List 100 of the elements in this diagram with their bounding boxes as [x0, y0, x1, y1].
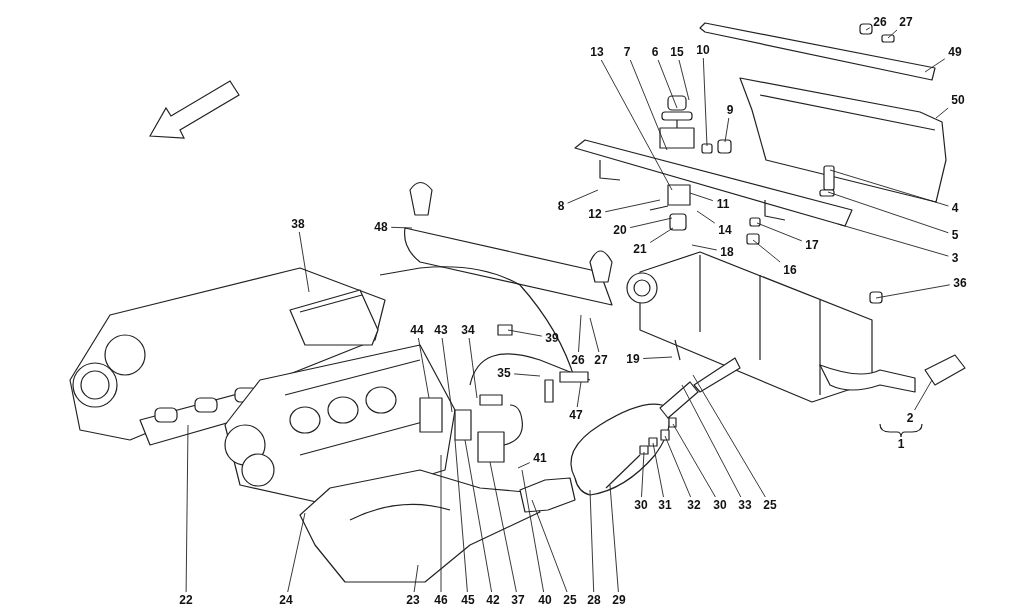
leader-line: [887, 29, 898, 39]
callout-number: 2: [906, 411, 914, 425]
callout-number: 19: [626, 352, 640, 366]
leader-line: [875, 284, 951, 299]
leader-line: [756, 222, 803, 242]
callout-number: 27: [899, 15, 913, 29]
callout-number: 40: [538, 593, 552, 607]
leader-line: [865, 27, 871, 31]
callout-number: 15: [670, 45, 684, 59]
callout-number: 21: [633, 242, 647, 256]
leader-line: [649, 227, 674, 243]
leader-line: [578, 314, 582, 353]
leader-line: [507, 329, 543, 337]
callout-number: 3: [951, 251, 959, 265]
callout-number: 7: [623, 45, 631, 59]
leader-line: [829, 169, 949, 207]
callout-number: 34: [461, 323, 475, 337]
callout-number: 42: [486, 593, 500, 607]
leader-line: [413, 564, 419, 593]
callout-number: 35: [497, 366, 511, 380]
callout-number: 5: [951, 228, 959, 242]
callout-number: 36: [953, 276, 967, 290]
leader-line: [185, 424, 189, 593]
leader-line: [672, 423, 716, 498]
leader-line: [589, 489, 595, 593]
leader-line: [604, 199, 661, 213]
callout-number: 16: [783, 263, 797, 277]
leader-line: [441, 337, 453, 413]
leader-line: [914, 379, 933, 411]
leader-line: [924, 58, 946, 73]
callout-number: 25: [763, 498, 777, 512]
leader-line: [696, 210, 716, 224]
callout-number: 31: [658, 498, 672, 512]
callout-number: 45: [461, 593, 475, 607]
leader-line: [517, 462, 531, 469]
leader-line: [629, 59, 668, 151]
callout-number: 8: [557, 199, 565, 213]
leader-line: [664, 435, 692, 498]
leader-line: [609, 484, 619, 593]
callout-number: 6: [651, 45, 659, 59]
leader-line: [827, 191, 949, 234]
callout-number: 39: [545, 331, 559, 345]
callout-number: 46: [434, 593, 448, 607]
callout-number: 12: [588, 207, 602, 221]
callout-number: 47: [569, 408, 583, 422]
callout-number: 37: [511, 593, 525, 607]
leader-line: [513, 373, 541, 377]
leader-line: [692, 374, 766, 498]
callout-number: 25: [563, 593, 577, 607]
callout-number: 22: [179, 593, 193, 607]
callout-number: 17: [805, 238, 819, 252]
leader-line: [576, 381, 582, 408]
callout-number: 38: [291, 217, 305, 231]
leader-line: [724, 117, 730, 143]
leader-line: [521, 469, 545, 593]
leader-line: [681, 384, 742, 498]
leader-line: [468, 337, 478, 399]
callout-number: 18: [720, 245, 734, 259]
callout-number: 13: [590, 45, 604, 59]
leader-line: [589, 317, 600, 353]
callout-number: 32: [687, 498, 701, 512]
leader-line: [417, 337, 430, 399]
callout-number: 48: [374, 220, 388, 234]
callout-number: 33: [738, 498, 752, 512]
callout-number: 1: [897, 437, 905, 451]
callout-number: 11: [716, 197, 730, 211]
leader-line: [390, 226, 413, 229]
callout-number: 4: [951, 201, 959, 215]
callout-number: 29: [612, 593, 626, 607]
callout-number: 28: [587, 593, 601, 607]
callout-number: 14: [718, 223, 732, 237]
leader-line: [567, 189, 599, 204]
callout-number: 44: [410, 323, 424, 337]
leader-line: [440, 454, 442, 593]
leader-line: [641, 451, 645, 498]
leader-line: [287, 512, 306, 593]
callout-number: 26: [571, 353, 585, 367]
callout-number: 30: [713, 498, 727, 512]
leader-line: [702, 57, 708, 147]
callout-number: 30: [634, 498, 648, 512]
leader-line: [837, 223, 949, 257]
callout-number: 23: [406, 593, 420, 607]
leader-line: [531, 499, 568, 593]
callout-number: 41: [533, 451, 547, 465]
callout-number: 26: [873, 15, 887, 29]
leader-line: [489, 461, 517, 593]
leader-line: [752, 239, 781, 263]
leader-line: [600, 59, 673, 191]
leader-line: [678, 59, 690, 101]
callout-number: 50: [951, 93, 965, 107]
callout-number: 20: [613, 223, 627, 237]
callout-number: 49: [948, 45, 962, 59]
leader-line: [657, 59, 678, 109]
callout-number: 10: [696, 43, 710, 57]
leader-line: [642, 356, 673, 359]
callout-number: 27: [594, 353, 608, 367]
leader-line: [691, 244, 718, 251]
callout-number: 9: [726, 103, 734, 117]
leader-line: [464, 439, 493, 593]
leader-line: [298, 231, 310, 293]
